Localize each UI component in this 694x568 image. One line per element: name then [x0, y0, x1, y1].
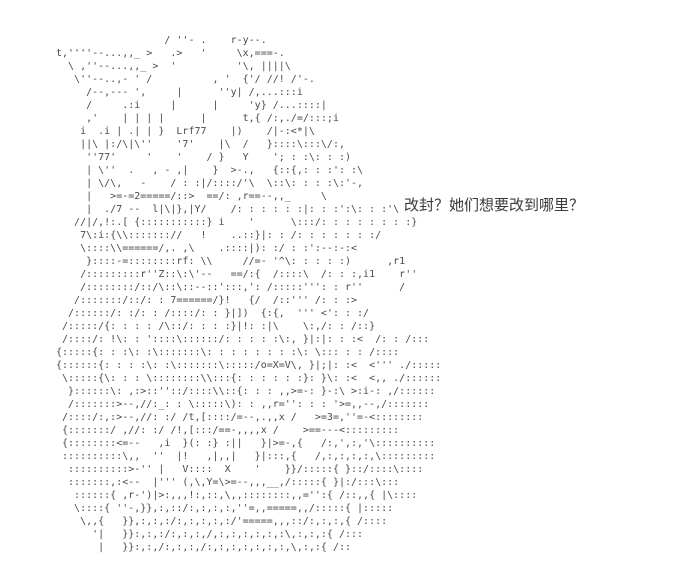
dialogue-text: 改封？她们想要改到哪里？	[404, 196, 585, 214]
ascii-art: / ''- . r-y--. t,''''--...,,_ > .> ' \x,…	[56, 35, 442, 553]
